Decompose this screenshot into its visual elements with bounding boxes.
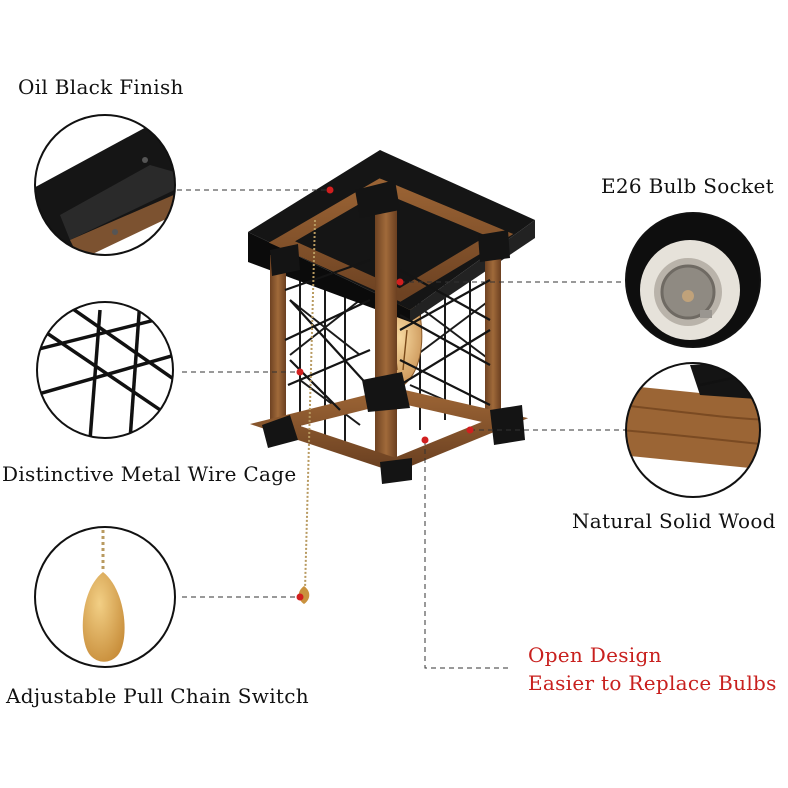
marker-dots — [296, 186, 474, 601]
pull-chain-detail-circle — [34, 526, 176, 668]
cage-detail-circle — [36, 301, 174, 439]
finish-label: Oil Black Finish — [18, 75, 184, 99]
pull-chain-label: Adjustable Pull Chain Switch — [6, 684, 309, 708]
cage-label: Distinctive Metal Wire Cage — [2, 462, 297, 486]
leader-lines — [177, 189, 625, 669]
open-design-label-line2: Easier to Replace Bulbs — [528, 671, 777, 695]
socket-detail-circle — [625, 212, 761, 348]
wood-label: Natural Solid Wood — [572, 509, 776, 533]
socket-label: E26 Bulb Socket — [601, 174, 774, 198]
open-design-label-line1: Open Design — [528, 643, 662, 667]
ceiling-light-fixture — [248, 150, 535, 604]
finish-detail-circle — [34, 114, 176, 256]
wood-detail-circle — [625, 362, 761, 498]
